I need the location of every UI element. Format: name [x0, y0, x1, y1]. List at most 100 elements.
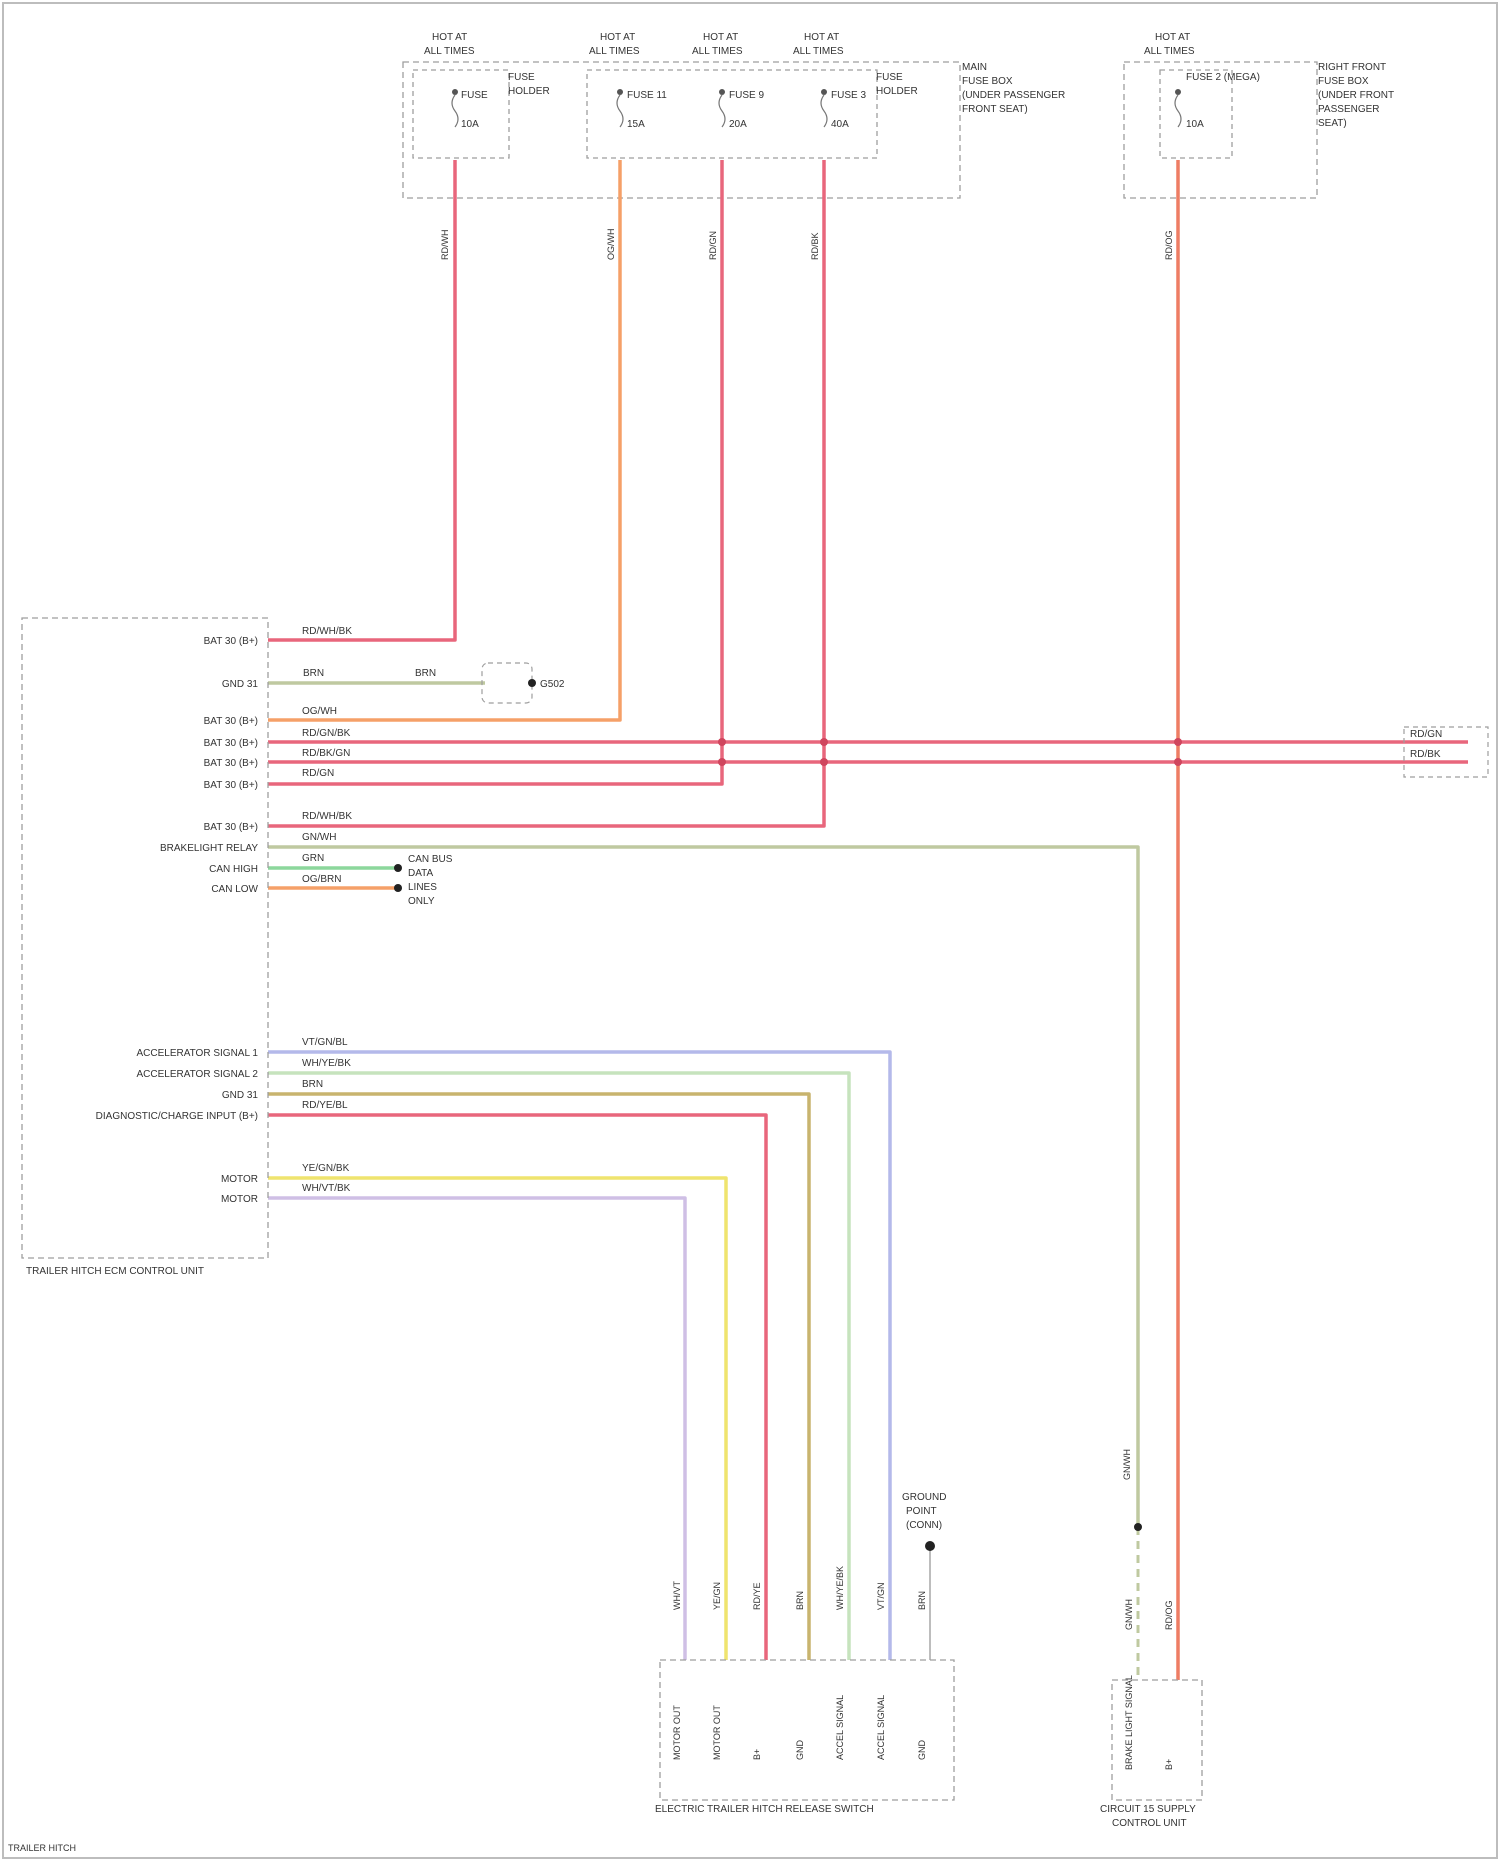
fuse-3: HOT AT ALL TIMES FUSE 9 20A RD/GN [692, 32, 764, 260]
fuse-2-element [617, 95, 623, 127]
module-pin-wire: OG/BRN [302, 874, 341, 885]
module-pin-label: GND 31 [222, 679, 259, 690]
module-pin-label: BAT 30 (B+) [204, 780, 258, 791]
module-pin-wire: WH/VT/BK [302, 1183, 351, 1194]
module-pin-label: GND 31 [222, 1090, 259, 1101]
module-pin-label: BAT 30 (B+) [204, 636, 258, 647]
splice-dot [1174, 758, 1182, 766]
fuse-4-name: FUSE 3 [831, 90, 866, 101]
switch-ground-2: (CONN) [906, 1520, 942, 1531]
fuse-4-holder-1: HOLDER [876, 86, 918, 97]
switch-pin-label: MOTOR OUT [712, 1705, 722, 1760]
switch-pin-label: ACCEL SIGNAL [876, 1695, 886, 1760]
fuse-holder-mid-outline [587, 70, 877, 158]
module-pin-wire: RD/GN/BK [302, 728, 351, 739]
switch-pin-wire: RD/YE [752, 1582, 762, 1610]
main-fuse-box-label-1: FUSE BOX [962, 76, 1013, 87]
right-fuse-box-label-2: (UNDER FRONT [1318, 90, 1394, 101]
module-pin-label: BAT 30 (B+) [204, 822, 258, 833]
module-pin-wire: RD/YE/BL [302, 1100, 348, 1111]
wire-fuse1-bat [268, 160, 455, 640]
right-fuse-box-label-1: FUSE BOX [1318, 76, 1369, 87]
fuse-5: HOT AT ALL TIMES FUSE 2 (MEGA) 10A RD/OG [1144, 32, 1260, 260]
wire-motor-2 [268, 1198, 685, 1660]
fuse-4-holder-0: FUSE [876, 72, 903, 83]
switch-outline [660, 1660, 954, 1800]
ground-wire-label-2: BRN [415, 668, 436, 679]
module-pin-wire: GN/WH [302, 832, 336, 843]
fuse-4: HOT AT ALL TIMES FUSE 3 40A FUSE HOLDER … [793, 32, 918, 260]
circuit-15-control-unit: CIRCUIT 15 SUPPLY CONTROL UNIT GN/WH RD/… [1100, 1449, 1202, 1829]
fuse-2-name: FUSE 11 [627, 90, 667, 101]
switch-pin-wire: WH/VT [672, 1581, 682, 1610]
main-fuse-box: MAIN FUSE BOX (UNDER PASSENGER FRONT SEA… [403, 62, 1065, 198]
diagram-border [3, 3, 1497, 1858]
fuse-4-amp: 40A [831, 119, 849, 130]
module-pin-label: ACCELERATOR SIGNAL 2 [136, 1069, 258, 1080]
module-pin-label: ACCELERATOR SIGNAL 1 [136, 1048, 258, 1059]
switch-pin-label: GND [917, 1740, 927, 1761]
module-pin-wire: GRN [302, 853, 324, 864]
module-pin-wire: OG/WH [302, 706, 337, 717]
fuse-1-header-0: HOT AT [432, 32, 467, 43]
fuse-1-top-terminal [452, 89, 458, 95]
fuse-3-wire-label: RD/GN [708, 231, 718, 260]
can-low-terminal [394, 884, 402, 892]
fuse-2-top-terminal [617, 89, 623, 95]
fuse-1-wire-label: RD/WH [440, 230, 450, 261]
switch-ground-1: POINT [906, 1506, 937, 1517]
footer-label: TRAILER HITCH [8, 1843, 76, 1853]
control-unit-title-1: CONTROL UNIT [1112, 1818, 1187, 1829]
can-bus-destination: CAN BUS DATA LINES ONLY [394, 854, 453, 907]
fuse-5-top-terminal [1175, 89, 1181, 95]
bus-continuation: RD/GN RD/BK [1404, 727, 1488, 777]
fuse-4-header-1: ALL TIMES [793, 46, 844, 57]
splice-dot [820, 758, 828, 766]
switch-title: ELECTRIC TRAILER HITCH RELEASE SWITCH [655, 1804, 874, 1815]
can-dest-3: ONLY [408, 896, 435, 907]
fuse-4-top-terminal [821, 89, 827, 95]
splice-dot [820, 738, 828, 746]
wire-fuse3-bat [268, 160, 722, 784]
module-pin-label: CAN HIGH [209, 864, 258, 875]
right-fuse-box-label-3: PASSENGER [1318, 104, 1380, 115]
fuse-1-header-1: ALL TIMES [424, 46, 475, 57]
switch-pin-label: MOTOR OUT [672, 1705, 682, 1760]
can-high-terminal [394, 864, 402, 872]
switch-pin-label: ACCEL SIGNAL [835, 1695, 845, 1760]
splice-dot [1174, 738, 1182, 746]
fuse-1: HOT AT ALL TIMES FUSE 10A FUSE HOLDER RD… [424, 32, 550, 260]
fuse-2-header-0: HOT AT [600, 32, 635, 43]
wire-fuse4-bat [268, 160, 824, 826]
module-pin-label: BRAKELIGHT RELAY [160, 843, 258, 854]
control-unit-pin-wire: RD/OG [1164, 1600, 1174, 1630]
fuse-5-wire-label: RD/OG [1164, 230, 1174, 260]
can-dest-1: DATA [408, 868, 434, 879]
hitch-release-switch: ELECTRIC TRAILER HITCH RELEASE SWITCH WH… [655, 1492, 954, 1815]
switch-pin-label: GND [795, 1740, 805, 1761]
fuse-1-element [452, 95, 458, 127]
fuse-2-amp: 15A [627, 119, 645, 130]
fuse-2: HOT AT ALL TIMES FUSE 11 15A OG/WH [589, 32, 667, 260]
ground-g502-label: G502 [540, 679, 565, 690]
fuse-4-wire-label: RD/BK [810, 232, 820, 260]
fuse-5-header-1: ALL TIMES [1144, 46, 1195, 57]
wire-motor-1 [268, 1178, 726, 1660]
main-fuse-box-label-3: FRONT SEAT) [962, 104, 1028, 115]
switch-pin-wire: BRN [795, 1591, 805, 1610]
module-outline [22, 618, 268, 1258]
fuse-5-header-0: HOT AT [1155, 32, 1190, 43]
control-unit-pin-label: BRAKE LIGHT SIGNAL [1124, 1675, 1134, 1770]
module-pin-label: BAT 30 (B+) [204, 716, 258, 727]
bus-label-lower: RD/BK [1410, 749, 1441, 760]
switch-ground-dot [925, 1541, 935, 1551]
fuse-2-header-1: ALL TIMES [589, 46, 640, 57]
can-dest-0: CAN BUS [408, 854, 453, 865]
fuse-5-element [1175, 95, 1181, 127]
can-dest-2: LINES [408, 882, 437, 893]
module-pin-wire: VT/GN/BL [302, 1037, 348, 1048]
module-pin-wire: RD/WH/BK [302, 811, 352, 822]
right-fuse-box-label-4: SEAT) [1318, 118, 1347, 129]
control-unit-pin-label: B+ [1164, 1759, 1174, 1770]
fuse-3-name: FUSE 9 [729, 90, 764, 101]
